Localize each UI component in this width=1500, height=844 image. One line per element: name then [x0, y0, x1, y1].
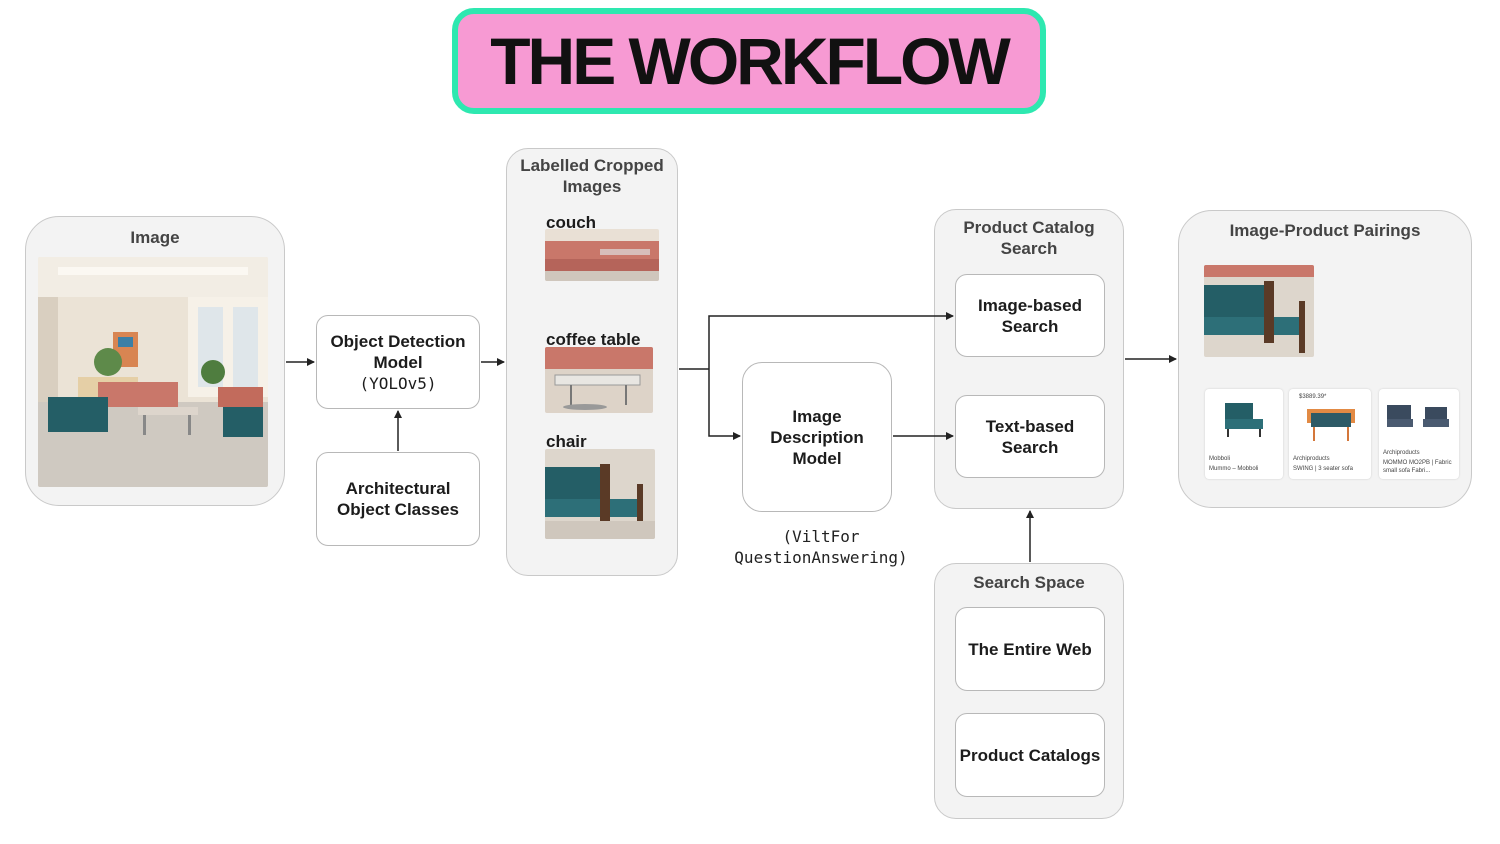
pairings-panel: Image-Product Pairings Mobboli Mummo – M…: [1178, 210, 1472, 508]
image-search-line2: Search: [1001, 316, 1059, 336]
chair-crop-image: [545, 449, 655, 539]
product-source: Archiproducts: [1293, 456, 1330, 462]
product-image: [1307, 409, 1355, 441]
image-panel-title: Image: [130, 228, 180, 247]
entire-web-label: The Entire Web: [968, 639, 1092, 659]
couch-crop-image: [545, 229, 659, 281]
product-source: Mobboli: [1209, 456, 1231, 462]
text-based-search-box: Text-based Search: [955, 395, 1105, 478]
arch-classes-line1: Architectural: [345, 479, 451, 498]
description-model-code: (ViltFor QuestionAnswering): [722, 526, 920, 568]
image-search-line1: Image-based: [978, 295, 1082, 315]
cropped-images-panel: Labelled Cropped Images couch coffee tab…: [506, 148, 678, 576]
cropped-panel-title: Labelled Cropped Images: [507, 155, 677, 197]
image-based-search-box: Image-based Search: [955, 274, 1105, 357]
object-detection-line1: Object Detection: [330, 331, 466, 351]
cropped-title-line2: Images: [562, 177, 622, 196]
product-card[interactable]: $3889.39* Archiproducts SWING | 3 seater…: [1289, 389, 1371, 479]
product-name: MOMMO MO2PB | Fabric small sofa Fabri...: [1383, 460, 1452, 474]
title-banner: THE WORKFLOW: [452, 8, 1046, 114]
description-code-line2: QuestionAnswering): [734, 548, 908, 567]
product-source: Archiproducts: [1383, 450, 1420, 456]
image-description-box: Image Description Model: [742, 362, 892, 512]
object-detection-code: (YOLOv5): [359, 373, 437, 393]
cropped-title-line1: Labelled Cropped: [520, 156, 664, 175]
search-space-product-catalogs: Product Catalogs: [955, 713, 1105, 797]
product-image: [1387, 405, 1449, 427]
product-name: SWING | 3 seater sofa: [1293, 466, 1353, 472]
room-photo: [38, 257, 268, 487]
product-name: Mummo – Mobboli: [1209, 466, 1259, 472]
catalog-panel-title: Product Catalog Search: [935, 217, 1123, 259]
object-detection-line2: Model: [373, 352, 423, 372]
page-title: THE WORKFLOW: [490, 24, 1011, 98]
description-line1: Image: [792, 406, 842, 426]
pairings-title: Image-Product Pairings: [1229, 221, 1421, 240]
text-search-line1: Text-based: [985, 416, 1075, 436]
arrow-crops-to-description: [708, 369, 741, 440]
text-search-line2: Search: [1001, 437, 1059, 457]
description-code-line1: (ViltFor: [782, 527, 860, 546]
crop-label-couch: couch: [546, 213, 597, 232]
product-image: [1225, 403, 1263, 437]
product-card[interactable]: Archiproducts MOMMO MO2PB | Fabric small…: [1379, 389, 1459, 479]
pairing-query-image: [1204, 265, 1314, 357]
crop-label-coffee-table: coffee table: [546, 330, 641, 349]
architectural-classes-box: Architectural Object Classes: [316, 452, 480, 546]
product-card[interactable]: Mobboli Mummo – Mobboli: [1205, 389, 1283, 479]
search-space-title: Search Space: [973, 573, 1085, 592]
arrow-crops-to-image-search: [708, 312, 954, 369]
description-line2: Description: [770, 427, 864, 447]
search-space-entire-web: The Entire Web: [955, 607, 1105, 691]
catalog-title-line2: Search: [1000, 239, 1058, 258]
product-price: $3889.39*: [1299, 394, 1327, 400]
arch-classes-line2: Object Classes: [337, 500, 459, 519]
crop-label-chair: chair: [546, 432, 587, 451]
coffee-table-crop-image: [545, 347, 653, 413]
description-line3: Model: [792, 448, 842, 468]
object-detection-box: Object Detection Model (YOLOv5): [316, 315, 480, 409]
image-panel: Image: [25, 216, 285, 506]
product-catalogs-label: Product Catalogs: [959, 745, 1101, 765]
catalog-title-line1: Product Catalog: [963, 218, 1095, 237]
